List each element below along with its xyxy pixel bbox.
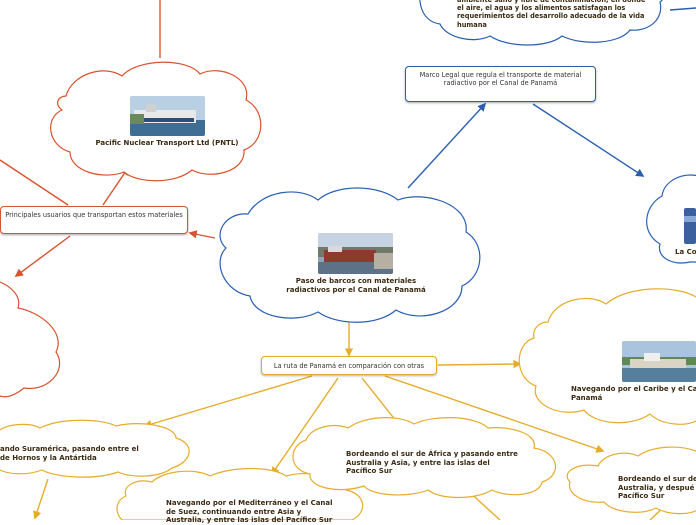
left-partial-cloud	[0, 281, 61, 398]
hornos-route-label[interactable]: ando Suramérica, pasando entre el de Hor…	[0, 445, 139, 462]
right-partial-cloud	[646, 174, 696, 264]
connector-route-to-australia	[384, 375, 605, 453]
connector-central-to-left-box	[188, 230, 216, 239]
connector-hornos-down	[33, 478, 49, 520]
nuclear-transport-ship-photo	[130, 96, 205, 136]
caribe-route-label[interactable]: Navegando por el Caribe y el Ca Panamá	[571, 385, 696, 402]
users-topic-box[interactable]: Principales usuarios que transportan est…	[0, 206, 188, 234]
central-topic-label[interactable]: Paso de barcos con materiales radiactivo…	[286, 277, 426, 294]
suez-cloud	[116, 467, 364, 520]
africa-route-label[interactable]: Bordeando el sur de África y pasando ent…	[346, 450, 518, 475]
connector-left-box-upper	[0, 159, 69, 206]
ship-in-canal-photo	[318, 233, 393, 274]
legal-child-partial-text[interactable]: ambiente sano y libre de contaminación, …	[457, 0, 646, 29]
connector-left-box-to-left-cloud	[14, 235, 71, 277]
connector-route-to-hornos	[143, 375, 313, 429]
connector-left-box-to-pntl	[102, 166, 129, 206]
connector-legal-to-right	[532, 103, 645, 177]
legal-text-cloud	[419, 0, 663, 46]
route-comparison-box[interactable]: La ruta de Panamá en comparación con otr…	[261, 356, 437, 375]
australia-cloud	[566, 446, 696, 515]
canal-locks-photo	[622, 341, 696, 382]
connector-legal-top-right	[669, 7, 696, 11]
caribe-cloud	[518, 288, 696, 425]
hornos-cloud	[0, 419, 190, 478]
suez-route-label[interactable]: Navegando por el Mediterráneo y el Canal…	[166, 499, 333, 524]
australia-route-label[interactable]: Bordeando el sur de Australia, y despué …	[618, 475, 696, 500]
right-partial-photo	[684, 208, 696, 244]
connector-route-to-suez	[271, 377, 339, 476]
legal-framework-box[interactable]: Marco Legal que regula el transporte de …	[405, 66, 596, 102]
connector-central-to-legal	[407, 102, 487, 189]
right-partial-label[interactable]: La Co	[675, 248, 696, 256]
connector-route-to-caribe	[437, 359, 522, 369]
africa-cloud	[292, 417, 557, 499]
pntl-topic-label[interactable]: Pacific Nuclear Transport Ltd (PNTL)	[95, 139, 239, 147]
